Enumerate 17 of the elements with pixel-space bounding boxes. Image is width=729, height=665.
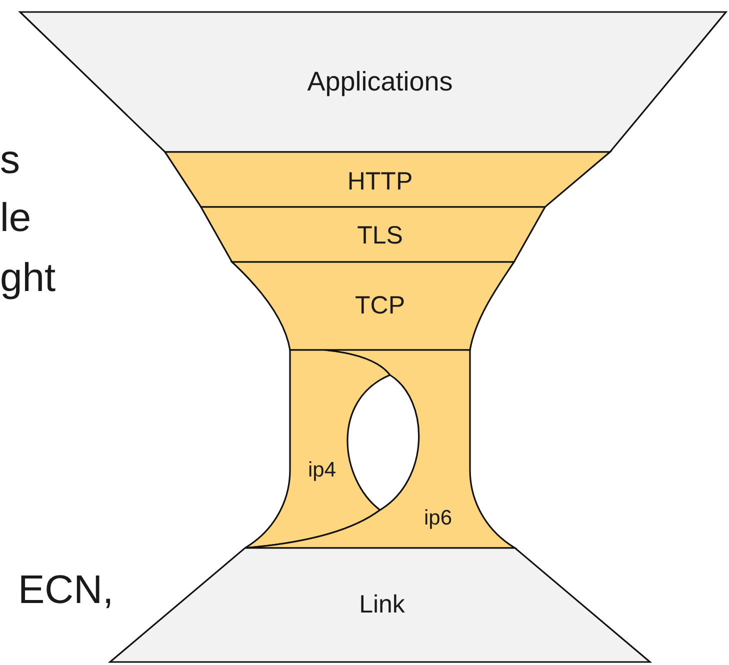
layer-label: HTTP [347, 170, 413, 194]
stack-layer [231, 261, 515, 351]
layer-label: Applications [307, 68, 453, 96]
layer-label: ip6 [424, 508, 452, 528]
slide-text: s [0, 140, 20, 180]
slide-text: ECN, [18, 570, 114, 610]
layer-label: TLS [357, 224, 403, 248]
stack-layer [18, 11, 728, 153]
stack-layer [244, 349, 391, 549]
slide-text: ght [0, 258, 56, 298]
stack-layer [200, 206, 546, 263]
layer-label: TCP [355, 294, 405, 318]
layer-label: ip4 [308, 460, 336, 480]
layer-label: Link [359, 592, 405, 618]
slide-text: le [0, 198, 32, 238]
stack-layer [108, 547, 652, 663]
stack-layer [164, 151, 612, 208]
